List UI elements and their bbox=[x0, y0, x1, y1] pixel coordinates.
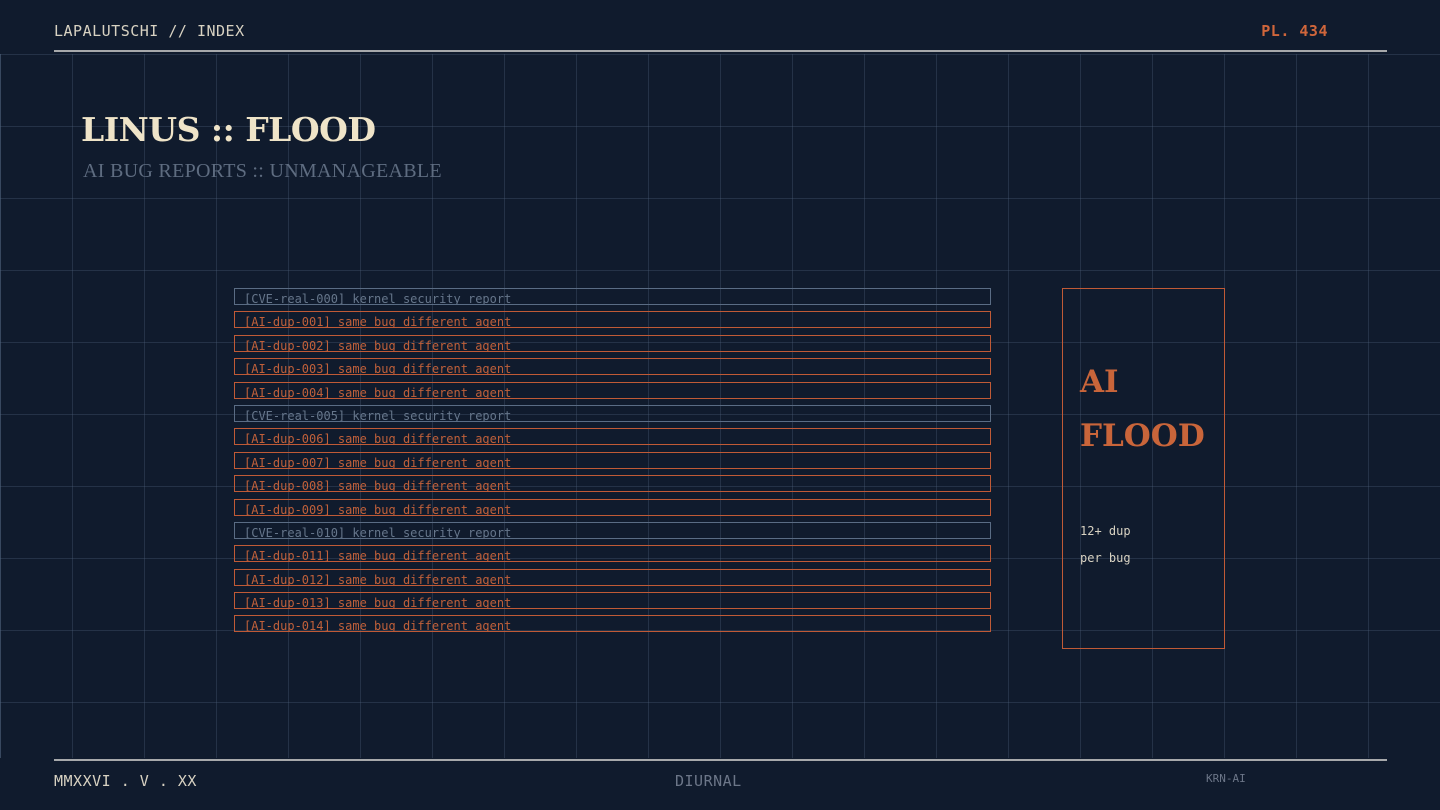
report-row-text: [AI-dup-001] same bug different agent bbox=[244, 315, 512, 329]
report-row: [AI-dup-011] same bug different agent bbox=[234, 545, 991, 563]
report-row: [AI-dup-003] same bug different agent bbox=[234, 358, 991, 376]
report-row: [AI-dup-008] same bug different agent bbox=[234, 475, 991, 493]
callout-word-flood: FLOOD bbox=[1080, 418, 1205, 454]
callout-word-ai: AI bbox=[1080, 364, 1119, 400]
footer-edition: DIURNAL bbox=[675, 772, 742, 790]
plate-number: PL. 434 bbox=[1261, 22, 1328, 40]
report-row: [AI-dup-006] same bug different agent bbox=[234, 428, 991, 446]
report-row: [AI-dup-009] same bug different agent bbox=[234, 498, 991, 516]
report-row-text: [CVE-real-000] kernel security report bbox=[244, 292, 512, 305]
report-row-text: [AI-dup-013] same bug different agent bbox=[244, 596, 512, 610]
report-row-text: [AI-dup-011] same bug different agent bbox=[244, 549, 512, 563]
report-row: [CVE-real-005] kernel security report bbox=[234, 404, 991, 422]
report-row: [AI-dup-007] same bug different agent bbox=[234, 451, 991, 469]
report-row: [AI-dup-012] same bug different agent bbox=[234, 568, 991, 586]
page-title: LINUS :: FLOOD bbox=[81, 110, 376, 149]
top-rule bbox=[54, 50, 1387, 52]
report-row-text: [CVE-real-005] kernel security report bbox=[244, 408, 512, 422]
report-row: [CVE-real-010] kernel security report bbox=[234, 521, 991, 539]
report-row-text: [CVE-real-010] kernel security report bbox=[244, 525, 512, 539]
bottom-rule bbox=[54, 759, 1387, 761]
footer-date: MMXXVI . V . XX bbox=[54, 772, 197, 790]
left-edge-line bbox=[0, 54, 1, 758]
bug-report-list: [CVE-real-000] kernel security report [AI… bbox=[234, 288, 991, 639]
header-index-label: LAPALUTSCHI // INDEX bbox=[54, 22, 245, 40]
report-row: [CVE-real-000] kernel security report bbox=[234, 288, 991, 305]
report-row-text: [AI-dup-009] same bug different agent bbox=[244, 502, 512, 516]
report-row-text: [AI-dup-008] same bug different agent bbox=[244, 479, 512, 493]
report-row-text: [AI-dup-002] same bug different agent bbox=[244, 338, 512, 352]
callout-stat-line-1: 12+ dup bbox=[1080, 524, 1131, 538]
report-row: [AI-dup-014] same bug different agent bbox=[234, 615, 991, 633]
report-row-text: [AI-dup-003] same bug different agent bbox=[244, 362, 512, 376]
report-row-text: [AI-dup-007] same bug different agent bbox=[244, 455, 512, 469]
page-subtitle: AI BUG REPORTS :: UNMANAGEABLE bbox=[83, 160, 442, 182]
flood-callout-box bbox=[1062, 288, 1225, 649]
report-row-text: [AI-dup-006] same bug different agent bbox=[244, 432, 512, 446]
report-row: [AI-dup-001] same bug different agent bbox=[234, 311, 991, 329]
report-row-text: [AI-dup-012] same bug different agent bbox=[244, 572, 512, 586]
report-row-text: [AI-dup-004] same bug different agent bbox=[244, 385, 512, 399]
callout-stat-line-2: per bug bbox=[1080, 551, 1131, 565]
report-row: [AI-dup-004] same bug different agent bbox=[234, 381, 991, 399]
report-row-text: [AI-dup-014] same bug different agent bbox=[244, 619, 512, 633]
report-row: [AI-dup-002] same bug different agent bbox=[234, 334, 991, 352]
footer-code: KRN-AI bbox=[1206, 772, 1246, 785]
report-row: [AI-dup-013] same bug different agent bbox=[234, 592, 991, 610]
